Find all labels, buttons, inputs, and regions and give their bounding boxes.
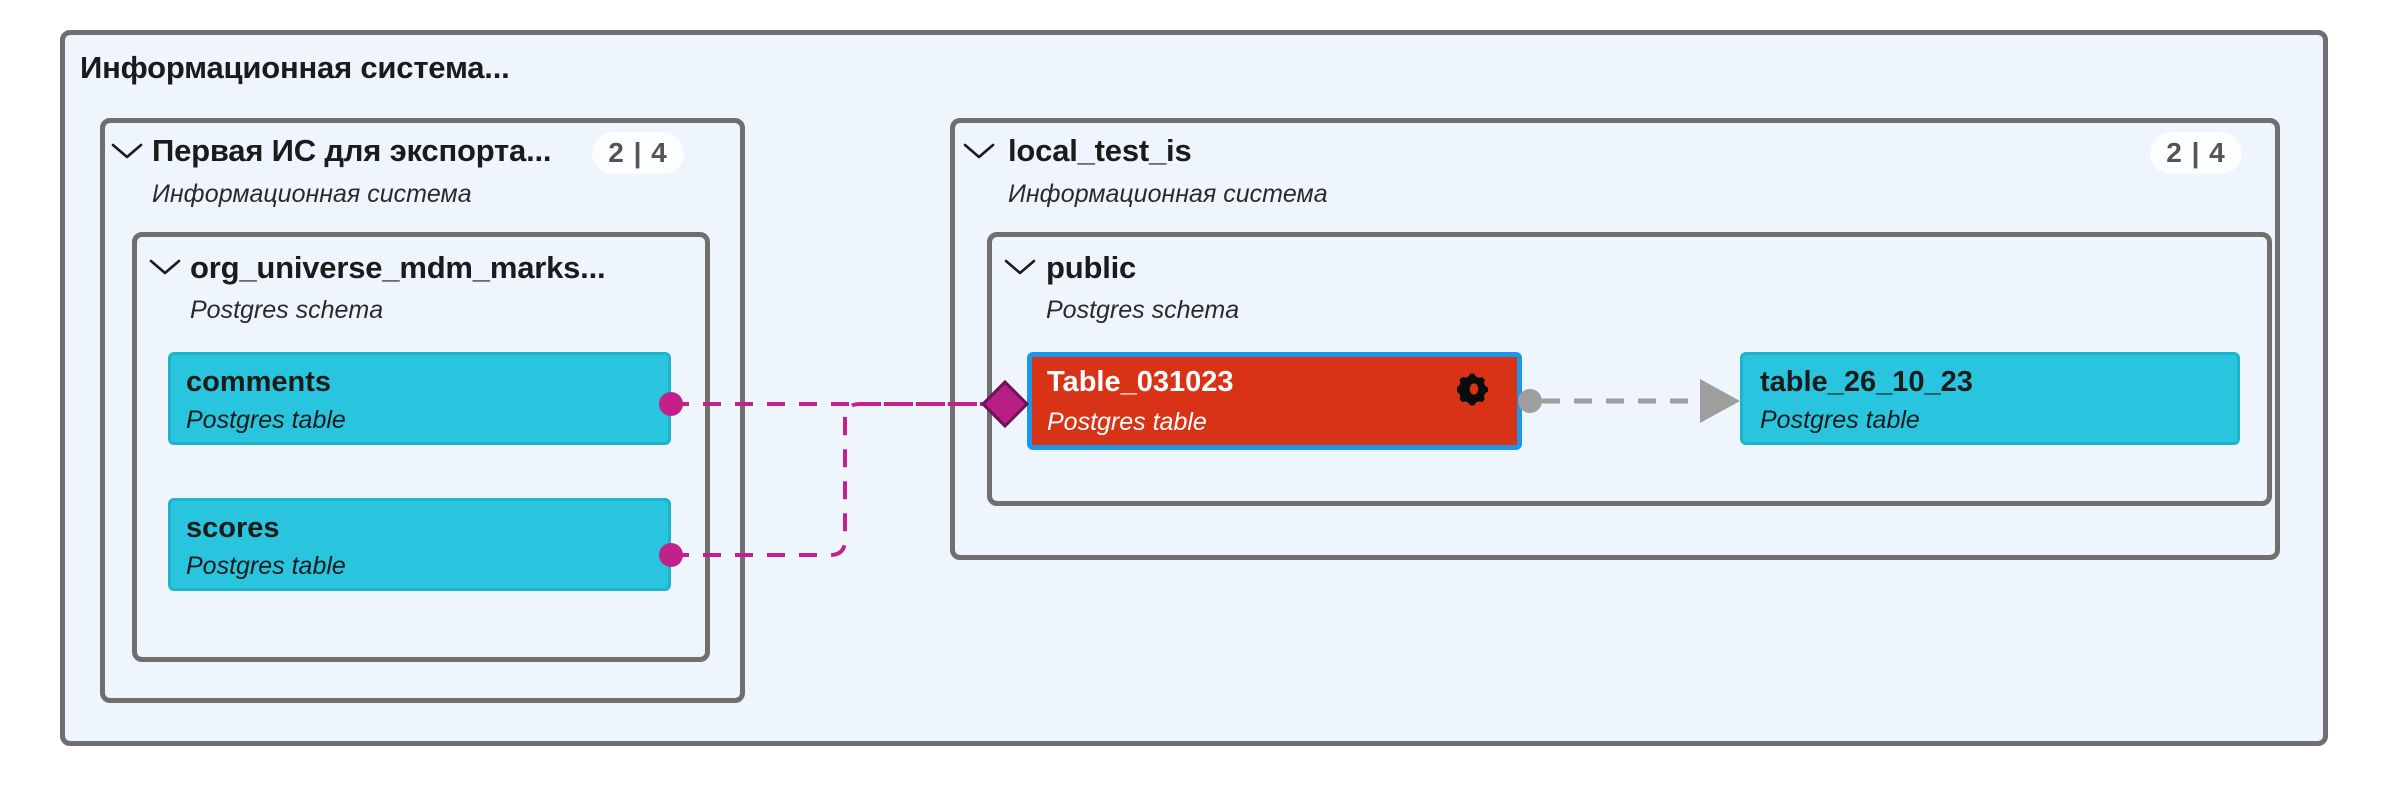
chevron-down-icon-schema-public[interactable] [1003,256,1037,278]
table-node-table-26-10-23-name: table_26_10_23 [1760,366,1973,398]
table-node-table-031023[interactable]: Table_031023 Postgres table [1027,352,1522,450]
table-node-comments[interactable]: comments Postgres table [168,352,671,445]
chevron-down-icon-schema-org-universe[interactable] [148,256,182,278]
table-node-scores-type: Postgres table [186,552,346,580]
schema-public-type: Postgres schema [1046,296,1240,324]
system-left-badge: 2 | 4 [592,132,684,174]
table-node-table-26-10-23-body [1740,352,2240,445]
table-node-table-031023-type: Postgres table [1047,408,1207,436]
system-right-type: Информационная система [1008,180,1328,208]
root-title: Информационная система... [80,50,510,85]
system-right-badge: 2 | 4 [2150,132,2242,174]
chevron-down-icon-system-right[interactable] [962,140,996,162]
schema-public-name: public [1046,250,1137,285]
gear-icon[interactable] [1457,372,1491,406]
table-node-comments-name: comments [186,366,332,398]
table-node-table-031023-name: Table_031023 [1047,366,1234,398]
schema-org-universe-type: Postgres schema [190,296,384,324]
table-node-comments-body [168,352,671,445]
table-node-table-031023-body [1027,352,1522,450]
table-node-table-26-10-23-type: Postgres table [1760,406,1920,434]
table-node-scores-name: scores [186,512,280,544]
chevron-down-icon-system-left[interactable] [110,140,144,162]
system-left-name: Первая ИС для экспорта... [152,133,552,168]
system-left-type: Информационная система [152,180,472,208]
table-node-scores[interactable]: scores Postgres table [168,498,671,591]
table-node-comments-type: Postgres table [186,406,346,434]
schema-org-universe-name: org_universe_mdm_marks... [190,250,606,285]
table-node-table-26-10-23[interactable]: table_26_10_23 Postgres table [1740,352,2240,445]
system-right-name: local_test_is [1008,133,1192,168]
table-node-scores-body [168,498,671,591]
